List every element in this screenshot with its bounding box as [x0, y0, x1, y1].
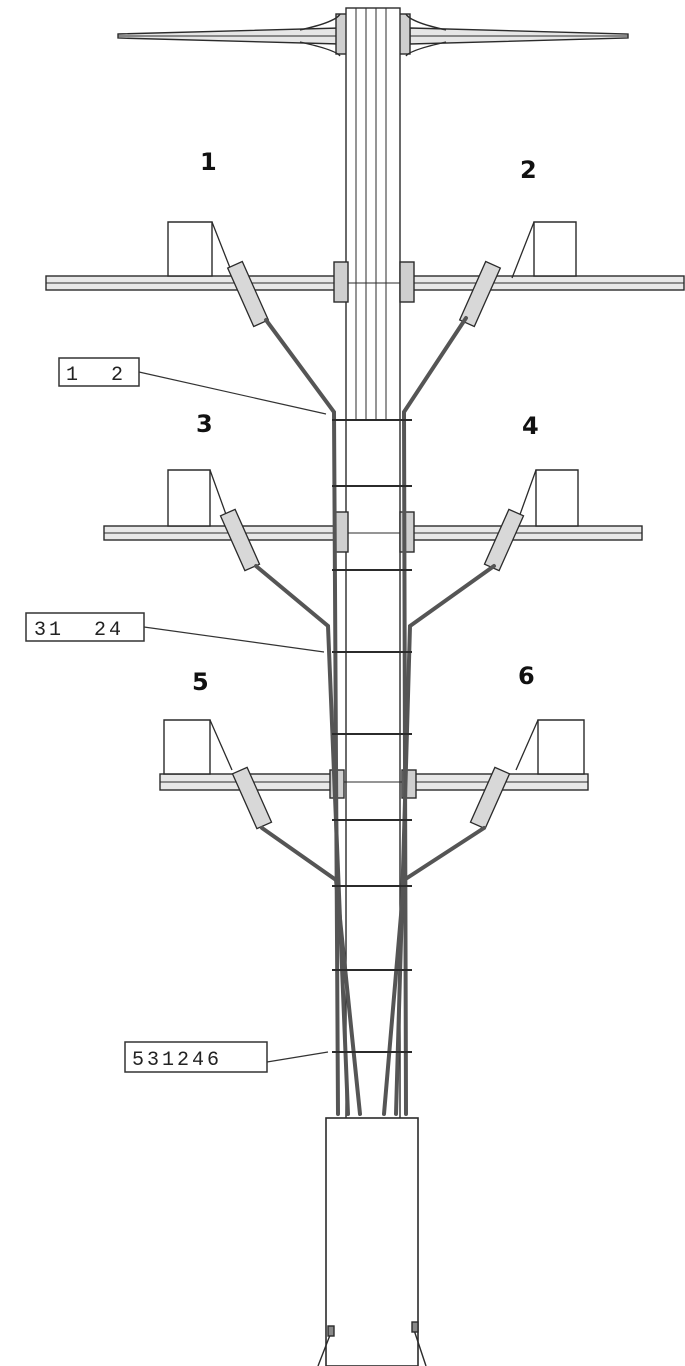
pole-shaft [317, 7, 427, 1366]
phase-label-1: 1 [200, 148, 217, 176]
crossarm-middle [103, 469, 643, 553]
cable-runs [254, 316, 496, 1116]
cable-box-lower: 531246 [124, 1041, 329, 1073]
phase-label-6: 6 [518, 662, 535, 690]
termination-3 [209, 469, 261, 572]
phase-label-4: 4 [522, 412, 539, 440]
cable-box-middle-label: 31 24 [34, 619, 124, 642]
phase-label-2: 2 [520, 156, 537, 184]
phase-label-3: 3 [196, 410, 213, 438]
termination-5 [209, 719, 273, 830]
termination-2 [458, 221, 535, 328]
cable-box-upper-label: 1 2 [66, 364, 126, 387]
termination-6 [469, 719, 539, 830]
termination-4 [483, 469, 537, 572]
cable-box-lower-label: 531246 [132, 1049, 222, 1072]
cable-box-upper: 1 2 [58, 357, 327, 415]
phase-label-5: 5 [192, 668, 209, 696]
cable-box-middle: 31 24 [25, 612, 325, 653]
crossarm-upper [45, 221, 685, 303]
cable-clamps [332, 419, 412, 1053]
termination-1 [211, 221, 270, 328]
